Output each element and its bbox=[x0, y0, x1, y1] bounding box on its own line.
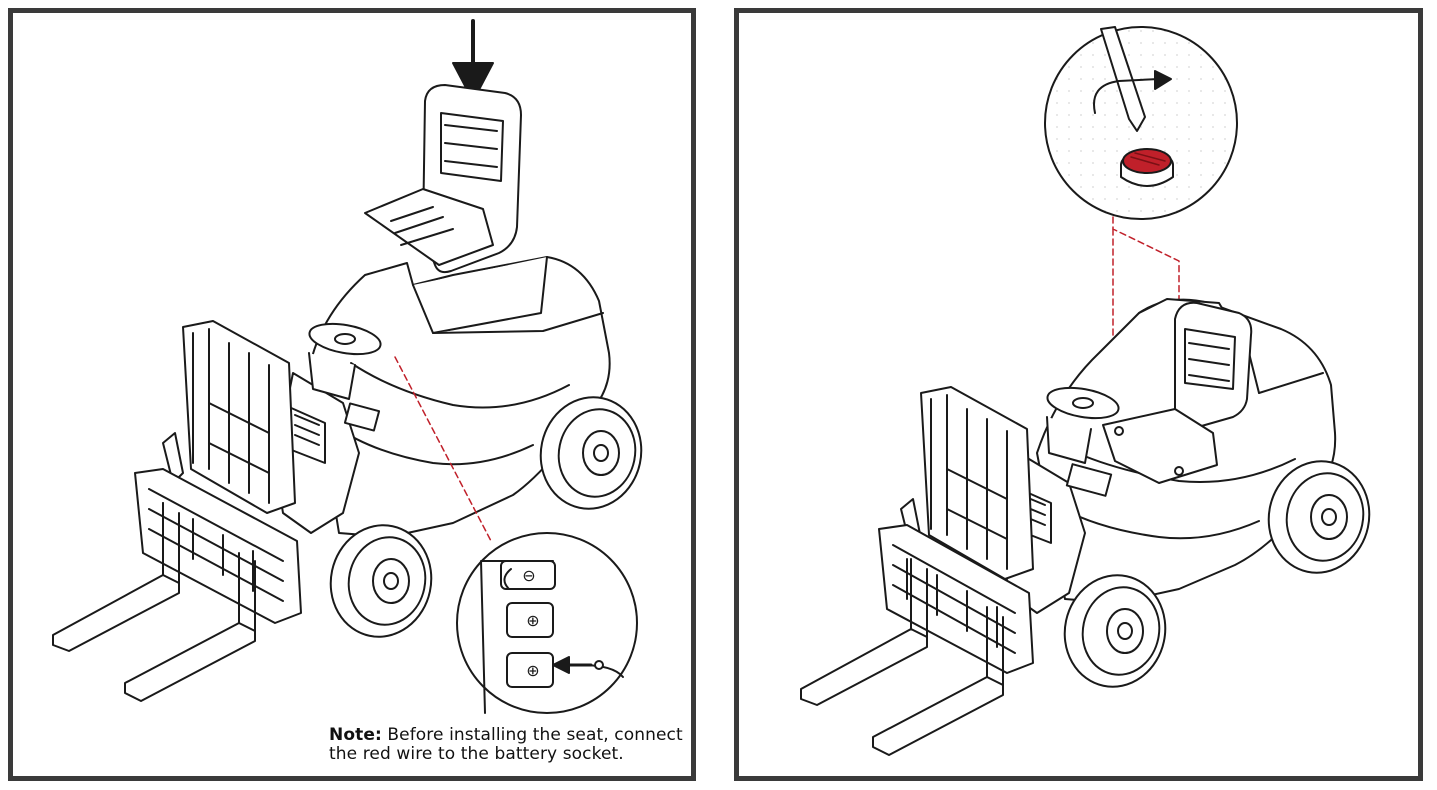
seat-installation-note: Note: Before installing the seat, connec… bbox=[329, 726, 699, 764]
leader-line bbox=[394, 356, 492, 542]
step-panel-fasten-seat bbox=[734, 8, 1423, 781]
fork-carriage bbox=[878, 524, 1034, 674]
minus-terminal-label: ⊖ bbox=[522, 566, 535, 585]
note-label: Note: bbox=[329, 725, 382, 745]
screw-detail bbox=[1044, 26, 1238, 220]
rotate-arrow-icon bbox=[1093, 70, 1172, 114]
plus-terminal-label-top: ⊕ bbox=[526, 611, 539, 630]
steering-wheel bbox=[308, 322, 382, 400]
forklift-mast bbox=[900, 386, 1034, 580]
steering-wheel bbox=[1046, 386, 1120, 464]
rear-wheel bbox=[1267, 460, 1371, 574]
wire-arrow-icon bbox=[552, 656, 593, 674]
forklift-seat-illustration: ⊖ ⊕ ⊕ bbox=[52, 19, 643, 714]
note-text: Before installing the seat, connect the … bbox=[329, 725, 683, 764]
forks bbox=[800, 558, 1004, 756]
installed-seat bbox=[1102, 301, 1253, 484]
battery-socket-detail bbox=[456, 532, 638, 714]
rear-wheel bbox=[539, 396, 643, 510]
forklift-mast bbox=[162, 320, 296, 514]
forks bbox=[52, 502, 256, 702]
screw-cap bbox=[1120, 148, 1174, 187]
step-panel-install-seat: ⊖ ⊕ ⊕ Note: Before installing the seat, … bbox=[8, 8, 696, 781]
front-wheel bbox=[329, 524, 433, 638]
plus-terminal-label-bottom: ⊕ bbox=[526, 661, 539, 680]
forklift-screw-illustration bbox=[800, 26, 1371, 756]
forklift-body bbox=[274, 256, 611, 538]
seat bbox=[364, 84, 522, 274]
screwdriver-icon bbox=[1100, 26, 1146, 132]
front-wheel bbox=[1063, 574, 1167, 688]
down-arrow-icon bbox=[452, 19, 494, 102]
